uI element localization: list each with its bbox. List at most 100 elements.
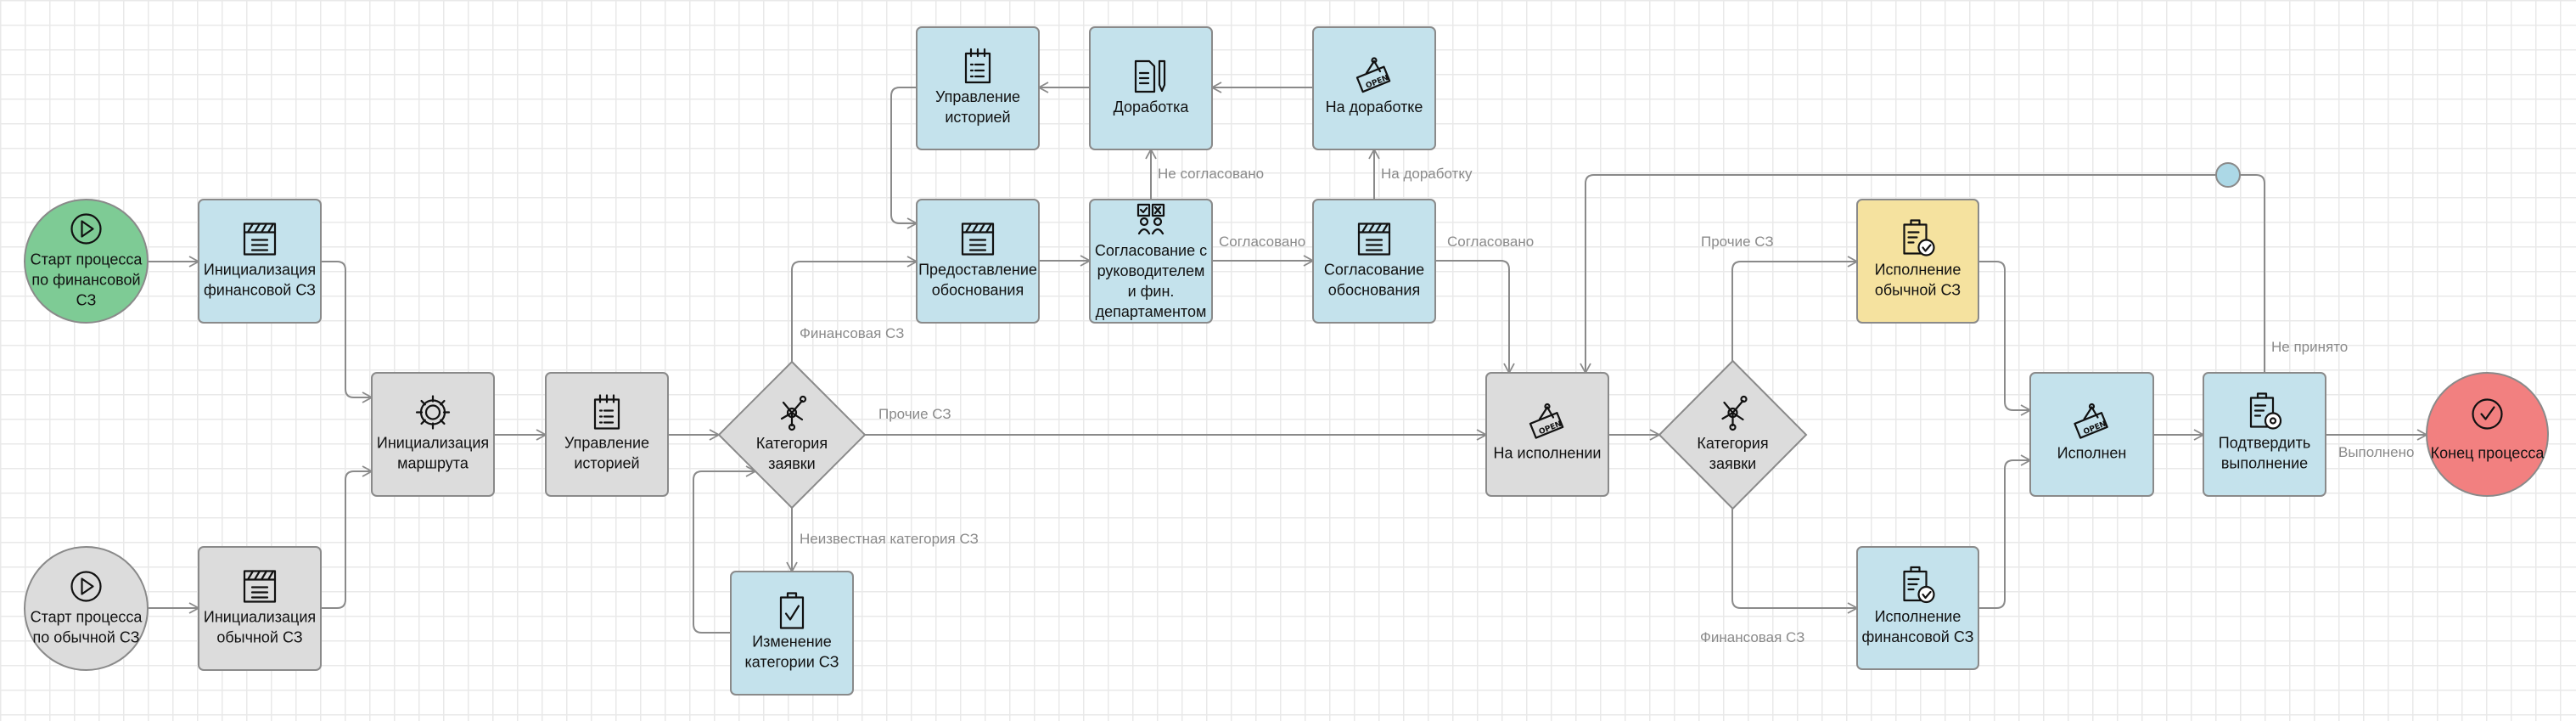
task-shape	[916, 26, 1040, 150]
play-icon	[70, 571, 102, 602]
edge-mgr-just[interactable]: Согласовано	[1212, 234, 1315, 267]
connector-line[interactable]	[1731, 509, 1859, 614]
edge-hist2-provide[interactable]	[890, 87, 918, 229]
task-shape	[198, 546, 322, 671]
task-shape	[1089, 26, 1213, 150]
connector-line[interactable]	[890, 87, 918, 229]
task-shape	[545, 372, 669, 497]
edge-confirm-end[interactable]: Выполнено	[2326, 429, 2428, 460]
clipboard-done-icon	[1903, 219, 1935, 256]
connector-line[interactable]	[321, 465, 373, 609]
edge-label: Согласовано	[1447, 234, 1534, 250]
gateway-shape	[717, 360, 867, 510]
task-shape	[2029, 372, 2154, 497]
task-shape	[1856, 199, 1979, 324]
task-shape	[916, 199, 1040, 324]
edge-fin-done[interactable]	[1978, 454, 2032, 609]
task-shape	[1089, 199, 1213, 324]
edge-mgr-rework[interactable]: Не согласовано	[1145, 148, 1264, 200]
edge-label: Выполнено	[2338, 444, 2414, 460]
network-icon	[1721, 395, 1748, 431]
connector-line[interactable]	[321, 261, 373, 403]
edge-just-exec[interactable]: Согласовано	[1435, 234, 1534, 375]
edge-label: Неизвестная категория СЗ	[800, 531, 979, 547]
clapperboard-icon	[243, 570, 277, 603]
connector-line[interactable]	[693, 465, 757, 634]
edge-change-gw1[interactable]	[693, 465, 757, 634]
clapperboard-icon	[243, 222, 277, 256]
connector-line[interactable]	[1978, 454, 2032, 609]
node-end[interactable]: Конец процесса	[2426, 372, 2549, 497]
node-label: Доработка	[1114, 99, 1190, 115]
clapperboard-icon	[1357, 222, 1391, 256]
edge-gw1-provide[interactable]: Финансовая СЗ	[791, 256, 918, 362]
task-shape	[1485, 372, 1609, 497]
task-shape	[1312, 26, 1436, 150]
node-rework[interactable]: Доработка	[1089, 26, 1213, 150]
edge-just-onrework[interactable]: На доработку	[1368, 148, 1473, 200]
node-label: Конец процесса	[2431, 445, 2545, 462]
edge-label: Финансовая СЗ	[1700, 629, 1804, 645]
connector-line[interactable]	[1731, 256, 1859, 361]
edge-confirm-junction[interactable]: Не принято	[2240, 174, 2348, 373]
task-shape	[730, 571, 854, 696]
gateway-shape	[1658, 359, 1808, 510]
connector-line[interactable]	[791, 256, 918, 362]
connector-line[interactable]	[1580, 174, 2216, 375]
edge-gw1-in-exec[interactable]: Прочие СЗ	[865, 406, 1488, 441]
connector-line[interactable]	[2240, 174, 2265, 373]
clapperboard-icon	[961, 222, 995, 256]
gear-icon	[415, 395, 451, 430]
edge-gw1-change[interactable]: Неизвестная категория СЗ	[786, 508, 979, 573]
edge-label: Не согласовано	[1158, 166, 1264, 182]
edge-gw2-norm[interactable]: Прочие СЗ	[1701, 234, 1859, 361]
clipboard-check-icon	[779, 592, 805, 629]
edge-init-norm-route[interactable]	[321, 465, 373, 609]
edge-init-fin-route[interactable]	[321, 261, 373, 403]
edge-label: Согласовано	[1219, 234, 1305, 250]
connector-line[interactable]	[1435, 260, 1515, 375]
edge-gw2-fin[interactable]: Финансовая СЗ	[1700, 509, 1859, 645]
edge-label: Прочие СЗ	[878, 406, 951, 422]
node-junction[interactable]	[2215, 162, 2241, 188]
connector-line[interactable]	[1978, 261, 2032, 416]
event-shape	[24, 546, 149, 671]
edge-label: Прочие СЗ	[1701, 234, 1774, 250]
edge-label: На доработку	[1381, 166, 1473, 182]
edge-norm-done[interactable]	[1978, 261, 2032, 416]
document-pen-icon	[1134, 59, 1166, 93]
edge-junction-exec[interactable]	[1580, 174, 2216, 375]
